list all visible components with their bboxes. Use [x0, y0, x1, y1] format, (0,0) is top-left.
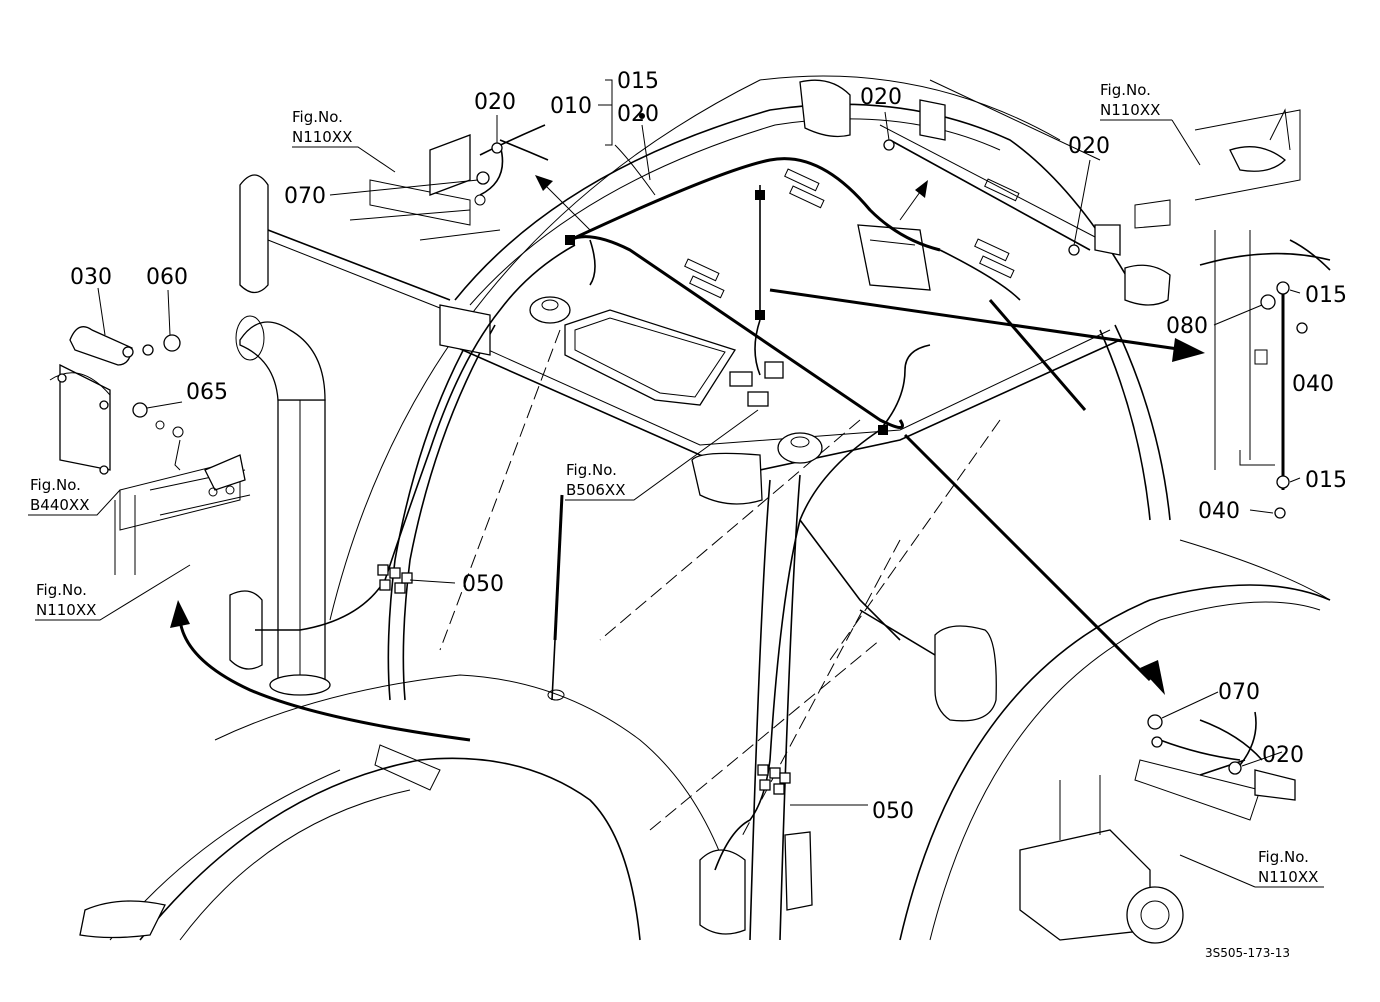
- fig-ref-label-6: Fig.No.: [1258, 848, 1309, 866]
- fig-ref-label-2: Fig.No.: [1100, 81, 1151, 99]
- inset-top-right: [879, 99, 1301, 256]
- fig-ref-label-4: Fig.No.: [36, 581, 87, 599]
- label-050-b: 050: [872, 799, 914, 824]
- fig-ref-code-2: N110XX: [1100, 101, 1160, 119]
- leader-lines: [28, 79, 1324, 888]
- label-040-b: 040: [1198, 499, 1240, 524]
- fig-ref-code-3: B440XX: [30, 496, 89, 514]
- clamp-cluster-upper: [377, 564, 413, 594]
- label-040-a: 040: [1292, 372, 1334, 397]
- label-030: 030: [70, 265, 112, 290]
- cab-structure: [79, 75, 1331, 944]
- label-070-a: 070: [284, 184, 326, 209]
- label-020-d: 020: [1262, 743, 1304, 768]
- drawing-reference-code: 3S505-173-13: [1205, 946, 1290, 960]
- inset-top-left: [349, 124, 549, 241]
- direction-arrows: [170, 175, 1205, 742]
- label-060: 060: [146, 265, 188, 290]
- inset-bottom-right: [1134, 711, 1296, 821]
- fig-ref-code-5: B506XX: [566, 481, 625, 499]
- inset-left-bracket: [49, 326, 251, 575]
- fig-ref-code-6: N110XX: [1258, 868, 1318, 886]
- figure-references: Fig.No. N110XX Fig.No. N110XX Fig.No. B4…: [30, 81, 1318, 886]
- fig-ref-label-3: Fig.No.: [30, 476, 81, 494]
- fig-ref-code-1: N110XX: [292, 128, 352, 146]
- label-020-a: 020: [474, 90, 516, 115]
- label-065: 065: [186, 380, 228, 405]
- wiring-harness: [255, 157, 1021, 871]
- fig-ref-label-1: Fig.No.: [292, 108, 343, 126]
- fig-ref-code-4: N110XX: [36, 601, 96, 619]
- label-020-b: 020: [860, 85, 902, 110]
- part-labels: 010 015 020 020 020 020 020 030 060 065 …: [70, 69, 1347, 824]
- inset-right-strut: [1199, 230, 1331, 519]
- label-050-a: 050: [462, 572, 504, 597]
- label-015-r1: 015: [1305, 283, 1347, 308]
- label-015-r2: 015: [1305, 468, 1347, 493]
- label-020-c: 020: [1068, 134, 1110, 159]
- fig-ref-label-5: Fig.No.: [566, 461, 617, 479]
- label-010: 010: [550, 94, 592, 119]
- label-080: 080: [1166, 314, 1208, 339]
- clamp-cluster-lower: [757, 764, 791, 795]
- label-015-top: 015: [617, 69, 659, 94]
- roof-slots: [684, 168, 1020, 299]
- label-070-b: 070: [1218, 680, 1260, 705]
- label-020-top: 020: [617, 102, 659, 127]
